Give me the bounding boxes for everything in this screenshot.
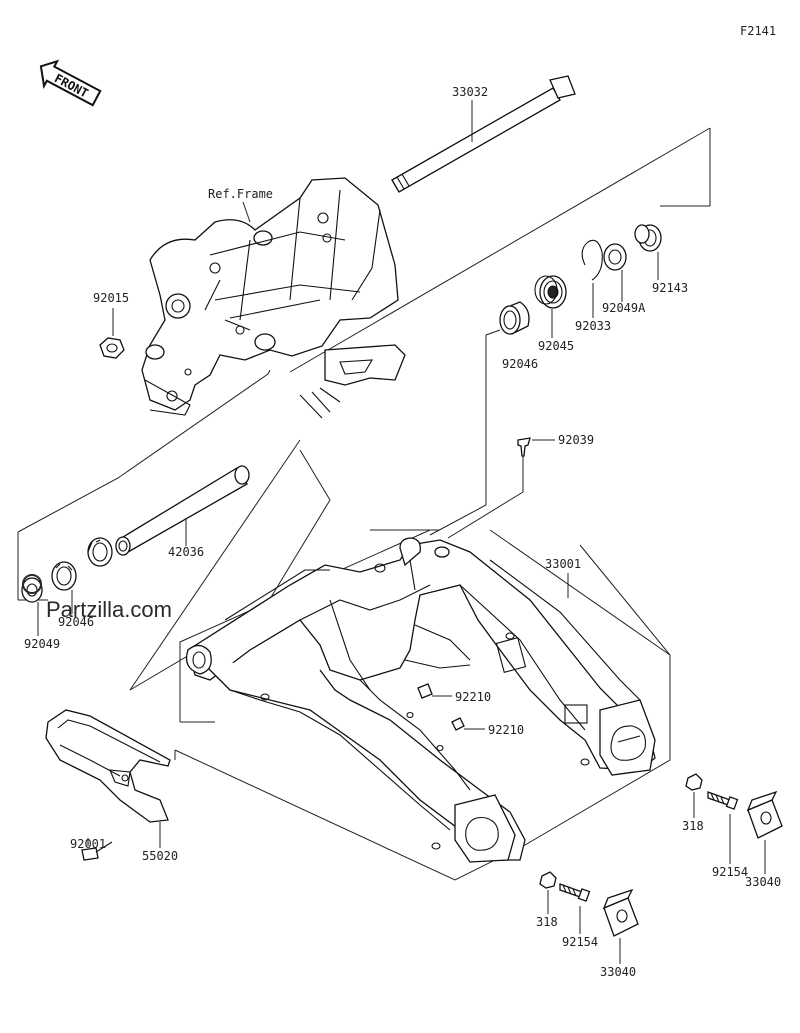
bolt-92154-bottom <box>559 883 591 902</box>
nut-92015 <box>99 337 125 359</box>
part-92049A-label: 92049A <box>602 301 646 315</box>
ref-frame-label: Ref.Frame <box>208 187 273 201</box>
nut-318-right <box>685 773 703 791</box>
swingarm-33001 <box>185 537 656 863</box>
part-318-bottom-label: 318 <box>536 915 558 929</box>
needle-bearing-92046-left <box>51 561 77 591</box>
part-92033-label: 92033 <box>575 319 611 333</box>
figure-code: F2141 <box>740 24 776 38</box>
svg-text:Partzilla.com: Partzilla.com <box>46 597 172 622</box>
part-92154-right-label: 92154 <box>712 865 748 879</box>
part-42036-label: 42036 <box>168 545 204 559</box>
grease-nipple-92039 <box>517 437 531 457</box>
part-92143-label: 92143 <box>652 281 688 295</box>
part-92210-b-label: 92210 <box>488 723 524 737</box>
part-92039-label: 92039 <box>558 433 594 447</box>
part-33001-label: 33001 <box>545 557 581 571</box>
part-33032-label: 33032 <box>452 85 488 99</box>
bolt-92001 <box>81 841 113 861</box>
part-92045-label: 92045 <box>538 339 574 353</box>
watermark: Partzilla.com <box>22 574 172 622</box>
seal-92049-left <box>21 577 43 603</box>
ref-frame-drawing <box>141 177 406 419</box>
part-55020-label: 55020 <box>142 849 178 863</box>
part-92210-a-label: 92210 <box>455 690 491 704</box>
circlip-92033 <box>581 239 603 281</box>
adjuster-33040-bottom <box>602 888 639 937</box>
tube-42036 <box>115 465 250 556</box>
part-92154-bottom-label: 92154 <box>562 935 598 949</box>
part-33040-bottom-label: 33040 <box>600 965 636 979</box>
bolt-92210-b <box>451 717 465 731</box>
part-92049-label: 92049 <box>24 637 60 651</box>
bearing-92045 <box>534 275 567 309</box>
front-arrow-icon: FRONT <box>39 59 102 107</box>
nut-318-bottom <box>539 871 557 889</box>
part-92046-left-label: 92046 <box>58 615 94 629</box>
part-92046-top-label: 92046 <box>502 357 538 371</box>
seal-92049A <box>603 243 627 271</box>
part-33040-right-label: 33040 <box>745 875 781 889</box>
part-318-right-label: 318 <box>682 819 704 833</box>
collar-92143 <box>634 224 662 252</box>
bolt-92154-right <box>707 791 739 810</box>
pivot-shaft-33032 <box>391 75 576 193</box>
part-92015-label: 92015 <box>93 291 129 305</box>
needle-bearing-92046-top <box>499 301 530 335</box>
chain-guard-55020 <box>45 709 171 823</box>
bolt-92210-a <box>417 683 433 699</box>
adjuster-33040-right <box>746 790 783 839</box>
bearing-left-sleeve <box>87 537 113 567</box>
